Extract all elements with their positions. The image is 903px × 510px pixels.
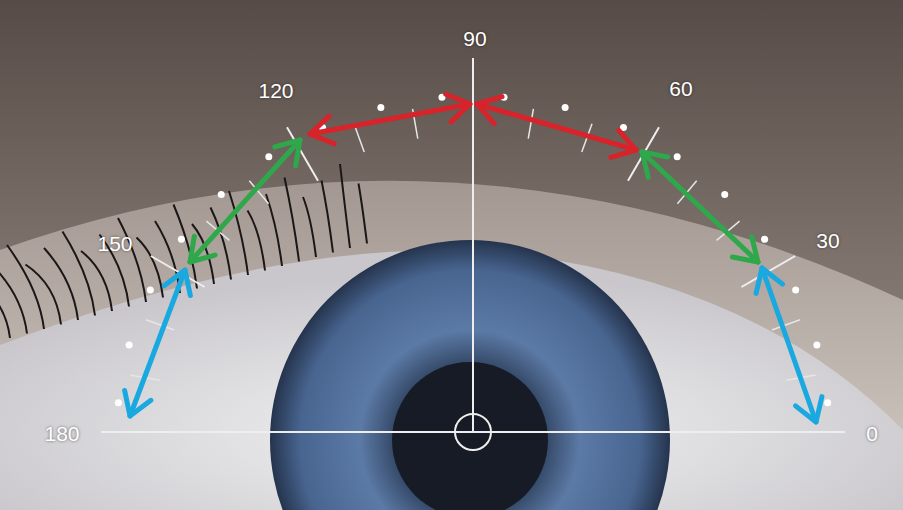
arrow-head [796, 397, 822, 422]
arrow-head [190, 236, 215, 262]
arrow-head [756, 268, 782, 293]
eyelash [359, 184, 368, 244]
minor-tick [772, 320, 800, 330]
scale-dot [115, 399, 122, 406]
arrow-head [275, 140, 300, 166]
arrow-head [611, 130, 636, 157]
scale-dot [265, 153, 272, 160]
center-marker [455, 414, 491, 450]
eyelash [303, 197, 316, 257]
scale-dot [377, 104, 384, 111]
eyelash [248, 211, 266, 271]
vertical-axis [472, 58, 474, 432]
arrow-shaft [310, 104, 470, 134]
arrow-head [310, 116, 334, 144]
minor-tick [354, 124, 364, 152]
angle-label: 0 [866, 423, 878, 444]
arrow-head [446, 94, 470, 122]
scale-dot [824, 399, 831, 406]
arrow-head [642, 152, 668, 177]
minor-tick [528, 109, 533, 139]
angle-label: 60 [669, 78, 692, 99]
major-tick [472, 80, 474, 142]
scale-dot [674, 153, 681, 160]
arrow-shaft [762, 268, 816, 422]
scale-dot [813, 342, 820, 349]
scale-dot [218, 191, 225, 198]
angle-label: 90 [463, 28, 486, 49]
eyelash [7, 245, 44, 329]
eyelash [81, 251, 112, 311]
eyelash [340, 164, 350, 248]
scale-dot [147, 287, 154, 294]
eyelash [26, 265, 62, 325]
eyelash [285, 178, 300, 262]
protractor-scale [101, 80, 845, 432]
scale-dot [761, 236, 768, 243]
scale-dot [126, 342, 133, 349]
arrow-shaft [190, 140, 300, 262]
scale-dot [562, 104, 569, 111]
eyelash [266, 194, 282, 266]
eyelash [118, 218, 146, 302]
arrow-head [732, 237, 758, 262]
scale-dot [792, 287, 799, 294]
angle-label: 180 [44, 423, 79, 444]
eyelash [63, 232, 96, 316]
arrow-shaft [130, 270, 185, 416]
eyelash [44, 248, 78, 320]
scale-dot [721, 191, 728, 198]
angle-label: 120 [258, 80, 293, 101]
arrow-shaft [477, 104, 636, 150]
arrow-head [477, 97, 502, 124]
arrow-shaft [642, 152, 758, 262]
baseline [118, 431, 840, 433]
minor-tick [146, 320, 174, 330]
arrow-head [164, 270, 190, 296]
angle-label: 150 [97, 233, 132, 254]
eyelash [0, 262, 27, 334]
eyelash [137, 238, 164, 298]
arrow-head [125, 390, 151, 416]
pupil [392, 362, 548, 510]
eyelash [322, 181, 334, 253]
major-tick [101, 431, 163, 433]
iris [270, 240, 670, 510]
major-tick [783, 431, 845, 433]
eyelashes [0, 164, 367, 338]
eyelash [0, 278, 10, 338]
angle-arrows [125, 94, 822, 422]
scale-dot [178, 236, 185, 243]
angle-label: 30 [816, 230, 839, 251]
